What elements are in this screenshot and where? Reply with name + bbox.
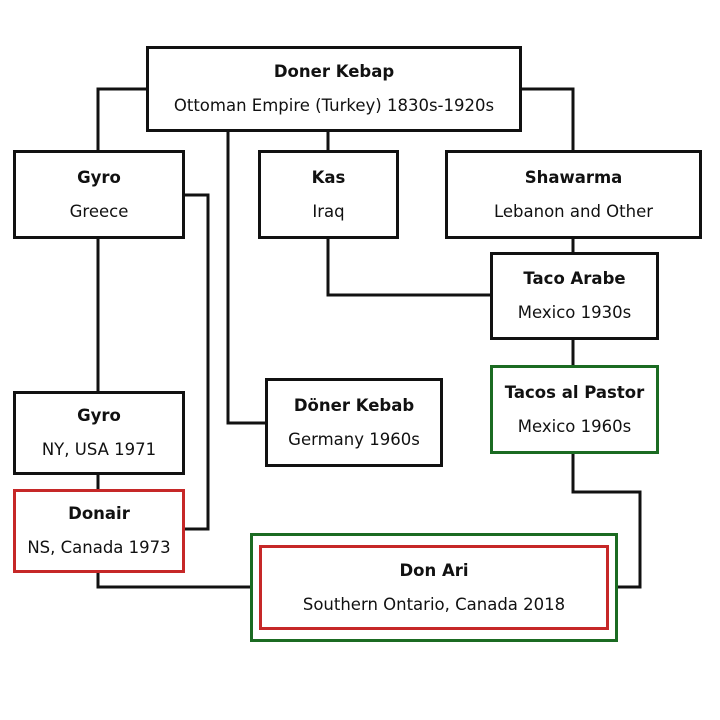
node-title: Gyro [77, 406, 121, 425]
node-subtitle: Ottoman Empire (Turkey) 1830s-1920s [173, 96, 495, 115]
node-kas: Kas Iraq [258, 150, 399, 239]
node-shawarma: Shawarma Lebanon and Other [445, 150, 702, 239]
node-title: Don Ari [399, 560, 469, 580]
node-doner-kebap: Doner Kebap Ottoman Empire (Turkey) 1830… [146, 46, 522, 132]
node-subtitle: Germany 1960s [288, 429, 420, 449]
node-subtitle: Iraq [312, 201, 345, 221]
node-title: Shawarma [524, 167, 623, 187]
node-title: Döner Kebab [293, 395, 415, 415]
node-subtitle: NS, Canada 1973 [27, 538, 171, 557]
edge-kas-taco-arabe [326, 238, 490, 297]
node-subtitle: Lebanon and Other [493, 201, 654, 221]
node-donair: Donair NS, Canada 1973 [13, 489, 185, 573]
node-don-ari: Don Ari Southern Ontario, Canada 2018 [259, 545, 609, 630]
edge-doner-kebap-doner-kebab-germany [226, 131, 265, 425]
node-taco-arabe: Taco Arabe Mexico 1930s [490, 252, 659, 340]
node-title: Tacos al Pastor [504, 382, 645, 402]
node-title: Taco Arabe [523, 269, 626, 288]
node-gyro-greece: Gyro Greece [13, 150, 185, 239]
edge-donair-don-ari [96, 572, 250, 589]
node-subtitle: Mexico 1930s [517, 303, 632, 322]
node-subtitle: Southern Ontario, Canada 2018 [302, 594, 566, 614]
node-title: Kas [311, 167, 346, 187]
node-doner-kebab-germany: Döner Kebab Germany 1960s [265, 378, 443, 467]
node-gyro-ny: Gyro NY, USA 1971 [13, 391, 185, 475]
edge-tacos-al-pastor-don-ari [571, 453, 642, 589]
node-subtitle: NY, USA 1971 [41, 440, 157, 459]
edge-doner-kebap-shawarma [522, 87, 575, 150]
edge-doner-kebap-gyro-greece [96, 87, 146, 150]
node-title: Gyro [77, 167, 121, 187]
node-subtitle: Greece [69, 201, 129, 221]
node-title: Doner Kebap [273, 62, 395, 81]
node-subtitle: Mexico 1960s [517, 416, 632, 436]
edge-gyro-greece-donair [184, 193, 210, 531]
node-title: Donair [68, 504, 130, 523]
node-tacos-al-pastor: Tacos al Pastor Mexico 1960s [490, 365, 659, 454]
